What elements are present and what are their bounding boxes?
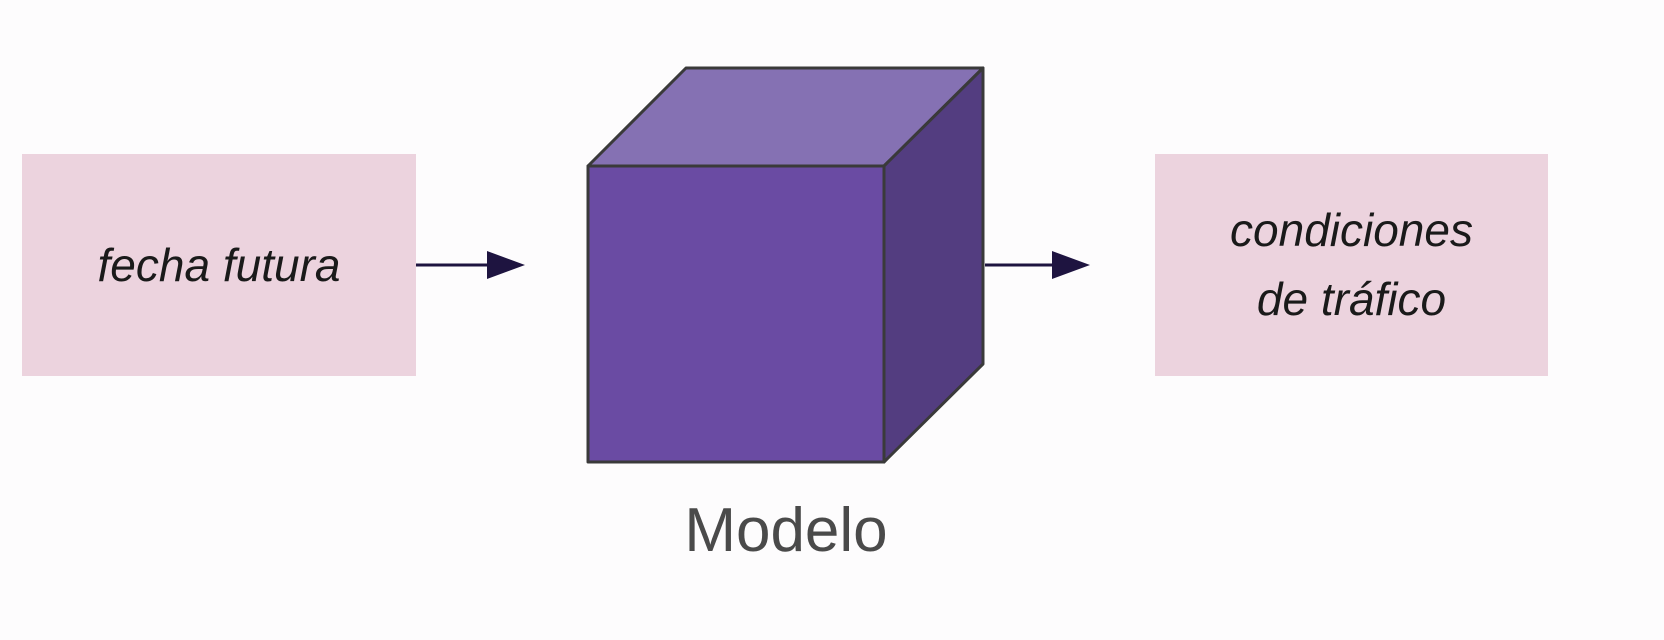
output-box: condiciones de tráfico [1155,154,1548,376]
model-cube [586,66,985,464]
output-arrow [985,251,1090,279]
input-box: fecha futura [22,154,416,376]
input-arrow [416,251,525,279]
model-label: Modelo [684,496,888,565]
output-label-line2: de tráfico [1256,273,1447,325]
input-label: fecha futura [97,238,341,291]
cube-front-face [586,164,886,464]
output-label-line1: condiciones [1230,204,1473,256]
